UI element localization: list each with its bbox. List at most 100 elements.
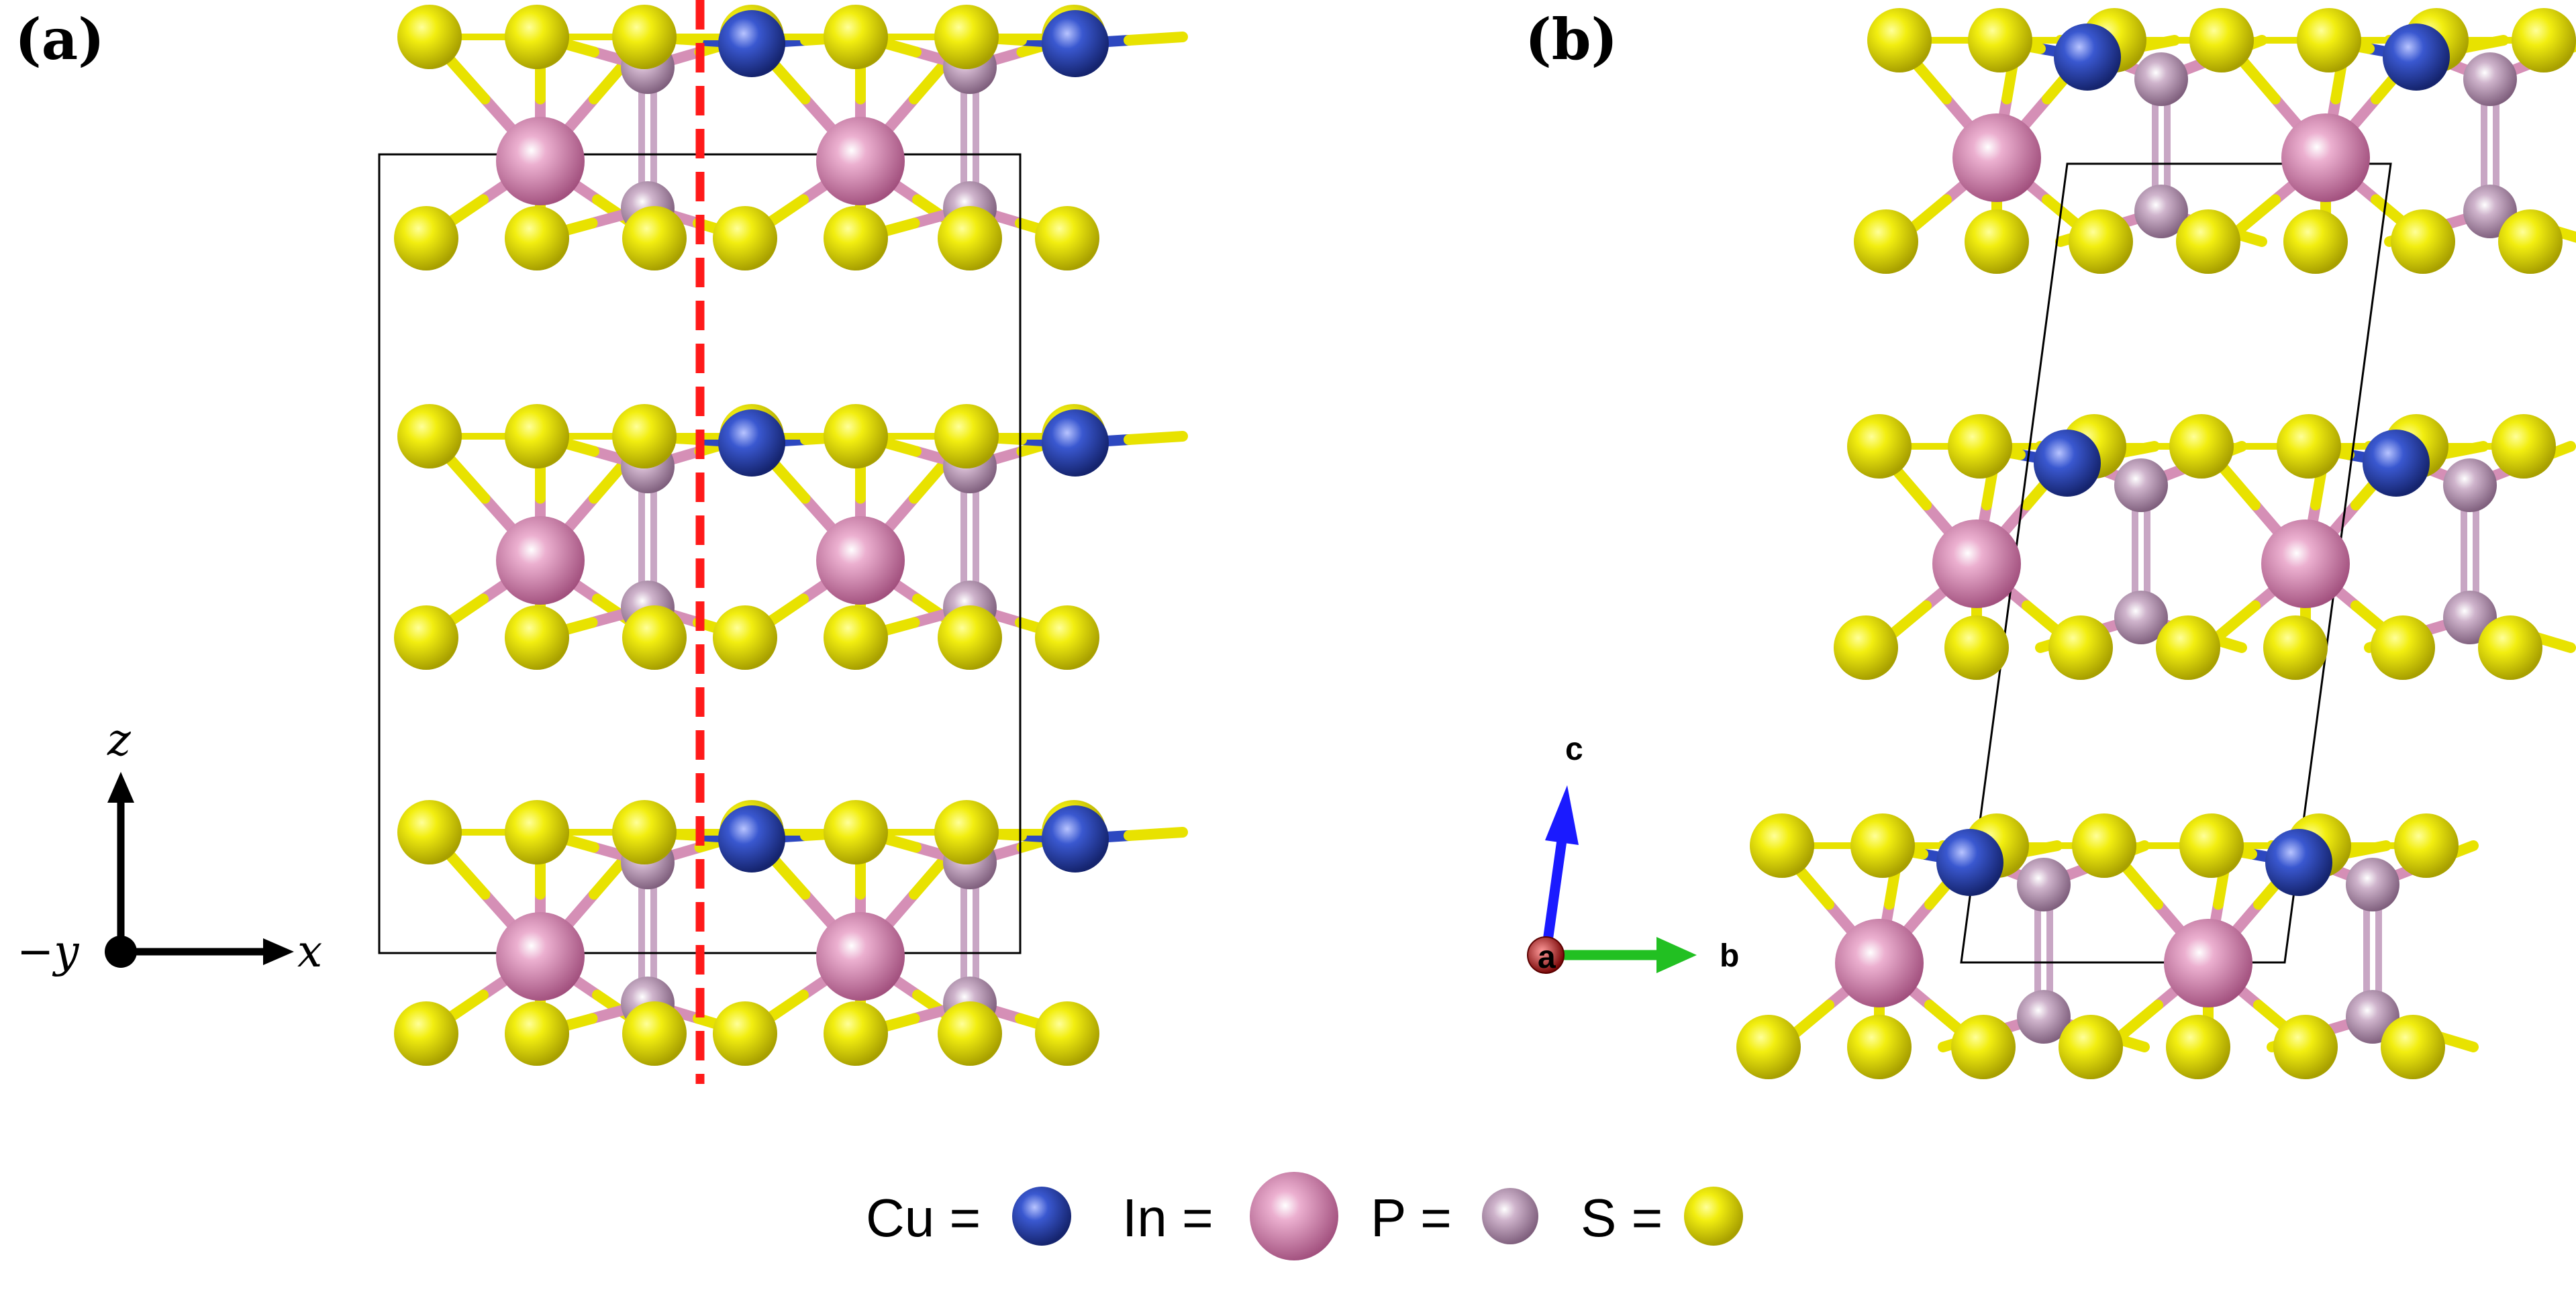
atom-s	[505, 5, 569, 69]
atom-s	[2072, 813, 2136, 878]
atom-s	[397, 5, 462, 69]
atom-cu	[718, 409, 785, 477]
atom-in	[816, 516, 905, 605]
atom-s	[612, 5, 677, 69]
atom-s	[2273, 1015, 2338, 1079]
atom-s	[2297, 8, 2361, 72]
atom-in	[816, 912, 905, 1001]
atom-p	[2114, 458, 2168, 512]
atom-s	[612, 800, 677, 864]
atom-in	[816, 117, 905, 205]
atom-s	[938, 605, 1002, 670]
atom-cu	[2265, 829, 2332, 896]
atom-s	[1951, 1015, 2016, 1079]
atom-in	[496, 117, 585, 205]
legend: Cu = In = P = S =	[866, 1172, 1743, 1260]
atom-s	[934, 404, 999, 468]
atom-s	[612, 404, 677, 468]
atom-p	[2017, 990, 2071, 1044]
atom-s	[1944, 615, 2009, 680]
atom-s	[934, 5, 999, 69]
atom-s	[713, 206, 777, 270]
atom-s	[397, 800, 462, 864]
axis-a-label: a	[1538, 940, 1556, 975]
atom-s	[824, 1001, 888, 1066]
atom-s	[824, 605, 888, 670]
atom-s	[2166, 1015, 2230, 1079]
atom-s	[1965, 209, 2029, 274]
panel-a-atoms	[394, 5, 1109, 1066]
axis-c-label: c	[1565, 732, 1583, 767]
atom-in	[496, 516, 585, 605]
atom-p	[2346, 858, 2399, 911]
atom-in	[1835, 919, 1924, 1007]
atom-cu	[2034, 430, 2101, 497]
atom-cu	[718, 10, 785, 77]
atom-s	[2491, 414, 2556, 479]
atom-p	[2134, 185, 2188, 238]
axis-neg-y-label: −y	[17, 926, 79, 977]
atom-s	[1948, 414, 2012, 479]
atom-s	[1867, 8, 1932, 72]
atom-in	[1932, 519, 2021, 608]
atom-s	[394, 206, 458, 270]
atom-s	[1847, 414, 1912, 479]
legend-cu-sphere	[1012, 1187, 1071, 1246]
atom-s	[2371, 615, 2435, 680]
atom-s	[2048, 615, 2113, 680]
atom-s	[505, 404, 569, 468]
atom-s	[1750, 813, 1814, 878]
atom-s	[1035, 605, 1099, 670]
legend-cu-label: Cu =	[866, 1188, 981, 1248]
atom-s	[1834, 615, 1898, 680]
atom-s	[2381, 1015, 2445, 1079]
atom-p	[2114, 591, 2168, 644]
atom-s	[1736, 1015, 1801, 1079]
atom-in	[1952, 113, 2041, 202]
atom-cu	[2363, 430, 2430, 497]
atom-cu	[1042, 409, 1109, 477]
atom-cu	[1042, 10, 1109, 77]
atom-s	[1850, 813, 1915, 878]
atom-s	[2169, 414, 2234, 479]
panel-b-atoms	[1736, 8, 2576, 1079]
atom-s	[622, 206, 687, 270]
atom-s	[622, 605, 687, 670]
atom-s	[505, 1001, 569, 1066]
legend-s-label: S =	[1581, 1188, 1663, 1248]
atom-s	[824, 5, 888, 69]
atom-s	[2498, 209, 2563, 274]
atom-p	[2134, 52, 2188, 106]
atom-cu	[1936, 829, 2003, 896]
panel-b-structure	[1736, 8, 2576, 1079]
atom-in	[2261, 519, 2350, 608]
atom-s	[824, 404, 888, 468]
atom-in	[496, 912, 585, 1001]
legend-in-sphere	[1250, 1172, 1338, 1260]
bond	[1124, 32, 1188, 46]
atom-s	[824, 206, 888, 270]
panel-b-label: (b)	[1525, 6, 1618, 72]
axis-x-label: x	[297, 926, 322, 977]
atom-cu	[1042, 805, 1109, 873]
atom-s	[505, 605, 569, 670]
atom-cu	[2054, 23, 2121, 91]
atom-s	[2283, 209, 2348, 274]
atom-s	[394, 605, 458, 670]
atom-s	[1968, 8, 2032, 72]
atom-s	[2156, 615, 2220, 680]
axes-b: c b a	[1527, 732, 1739, 975]
legend-p-label: P =	[1371, 1188, 1452, 1248]
atom-s	[397, 404, 462, 468]
atom-s	[938, 1001, 1002, 1066]
legend-s-sphere	[1684, 1187, 1743, 1246]
atom-s	[934, 800, 999, 864]
axes-a: z x −y	[17, 714, 322, 977]
axis-b-label: b	[1720, 938, 1739, 974]
atom-s	[938, 206, 1002, 270]
atom-cu	[718, 805, 785, 873]
atom-p	[2017, 858, 2071, 911]
atom-s	[505, 800, 569, 864]
atom-s	[2277, 414, 2341, 479]
